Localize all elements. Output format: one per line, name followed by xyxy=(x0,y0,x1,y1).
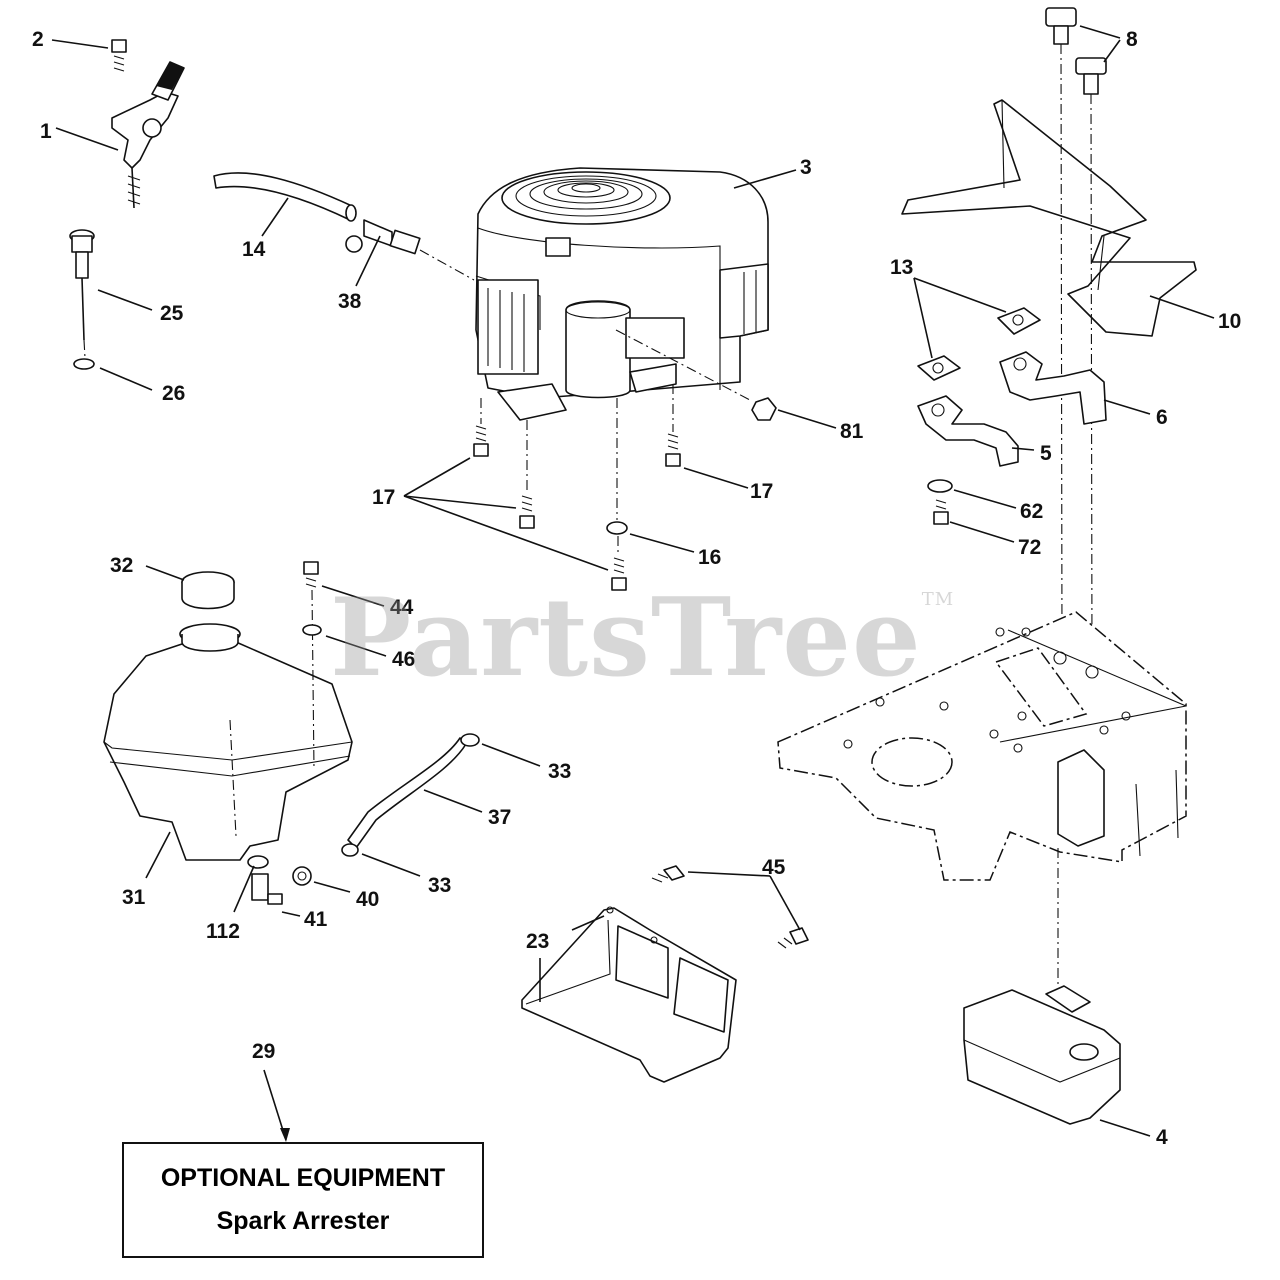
callout-3: 3 xyxy=(800,156,812,179)
callout-14: 14 xyxy=(242,238,266,261)
callout-33a: 33 xyxy=(548,760,571,783)
callout-10: 10 xyxy=(1218,310,1241,333)
optional-equipment-box: OPTIONAL EQUIPMENT Spark Arrester xyxy=(122,1142,484,1258)
fuel-cap-part[interactable] xyxy=(181,571,235,610)
callout-23: 23 xyxy=(526,930,549,953)
mounting-plate-part[interactable] xyxy=(521,906,737,1083)
bolt-part-17-a[interactable] xyxy=(473,398,489,457)
callout-41: 41 xyxy=(304,908,328,931)
callout-2: 2 xyxy=(32,28,44,51)
callout-33b: 33 xyxy=(428,874,451,897)
fuel-line-part[interactable] xyxy=(347,737,467,849)
optional-equipment-title: OPTIONAL EQUIPMENT xyxy=(160,1164,446,1192)
callout-38: 38 xyxy=(338,290,362,313)
callout-29: 29 xyxy=(252,1040,275,1063)
callout-17a: 17 xyxy=(372,486,395,509)
fuel-hose-part[interactable] xyxy=(213,172,357,222)
gasket-part-13-b[interactable] xyxy=(997,307,1041,335)
callout-26: 26 xyxy=(162,382,185,405)
bushing-part-40[interactable] xyxy=(292,866,312,886)
valve-part-41[interactable] xyxy=(251,873,283,905)
washer-part-62[interactable] xyxy=(927,479,953,493)
callout-72: 72 xyxy=(1018,536,1041,559)
bolt-part-45-a[interactable] xyxy=(651,865,685,883)
engine-part[interactable] xyxy=(475,167,769,421)
callout-25: 25 xyxy=(160,302,184,325)
callout-32: 32 xyxy=(110,554,133,577)
nut-part-81[interactable] xyxy=(751,397,777,421)
muffler-part[interactable] xyxy=(963,848,1121,1125)
bolt-part-72[interactable] xyxy=(933,499,949,525)
callout-44: 44 xyxy=(390,596,414,619)
callout-112: 112 xyxy=(206,920,240,943)
gasket-part-13-a[interactable] xyxy=(917,355,961,381)
callout-31: 31 xyxy=(122,886,146,909)
callout-37: 37 xyxy=(488,806,511,829)
clamp-part-33-b[interactable] xyxy=(341,843,359,857)
callout-45: 45 xyxy=(762,856,786,879)
bolt-part-8-b[interactable] xyxy=(1075,57,1107,665)
exhaust-pipe-part-6[interactable] xyxy=(999,351,1107,425)
callout-17b: 17 xyxy=(750,480,773,503)
callout-6: 6 xyxy=(1156,406,1168,429)
heat-shield-part[interactable] xyxy=(901,99,1197,337)
screw-part-44[interactable] xyxy=(303,561,319,771)
fuel-tank-part[interactable] xyxy=(103,623,353,861)
dipstick-part[interactable] xyxy=(69,229,95,359)
screw-part-2[interactable] xyxy=(111,39,127,72)
washer-part-46[interactable] xyxy=(302,624,322,636)
callout-46: 46 xyxy=(392,648,415,671)
bolt-part-45-b[interactable] xyxy=(777,927,809,949)
bolt-part-8-a[interactable] xyxy=(1045,7,1077,653)
exhaust-pipe-part-5[interactable] xyxy=(917,395,1019,467)
optional-equipment-item: Spark Arrester xyxy=(216,1207,390,1235)
callout-81: 81 xyxy=(840,420,864,443)
bolt-part-17-c[interactable] xyxy=(611,557,627,591)
washer-part-16[interactable] xyxy=(606,398,628,556)
bolt-part-17-b[interactable] xyxy=(519,420,535,529)
callout-62: 62 xyxy=(1020,500,1043,523)
callout-16: 16 xyxy=(698,546,721,569)
grommet-part[interactable] xyxy=(73,358,95,370)
callout-1: 1 xyxy=(40,120,52,143)
callout-13: 13 xyxy=(890,256,913,279)
throttle-control-part[interactable] xyxy=(111,61,185,209)
clamp-part-33-a[interactable] xyxy=(460,733,480,747)
fuel-fitting-part[interactable] xyxy=(345,219,421,255)
callout-40: 40 xyxy=(356,888,379,911)
grommet-part-112[interactable] xyxy=(247,855,269,869)
bolt-part-17-d[interactable] xyxy=(665,384,681,467)
callout-4: 4 xyxy=(1156,1126,1168,1149)
callout-5: 5 xyxy=(1040,442,1052,465)
callout-8: 8 xyxy=(1126,28,1138,51)
frame-part xyxy=(777,611,1187,881)
